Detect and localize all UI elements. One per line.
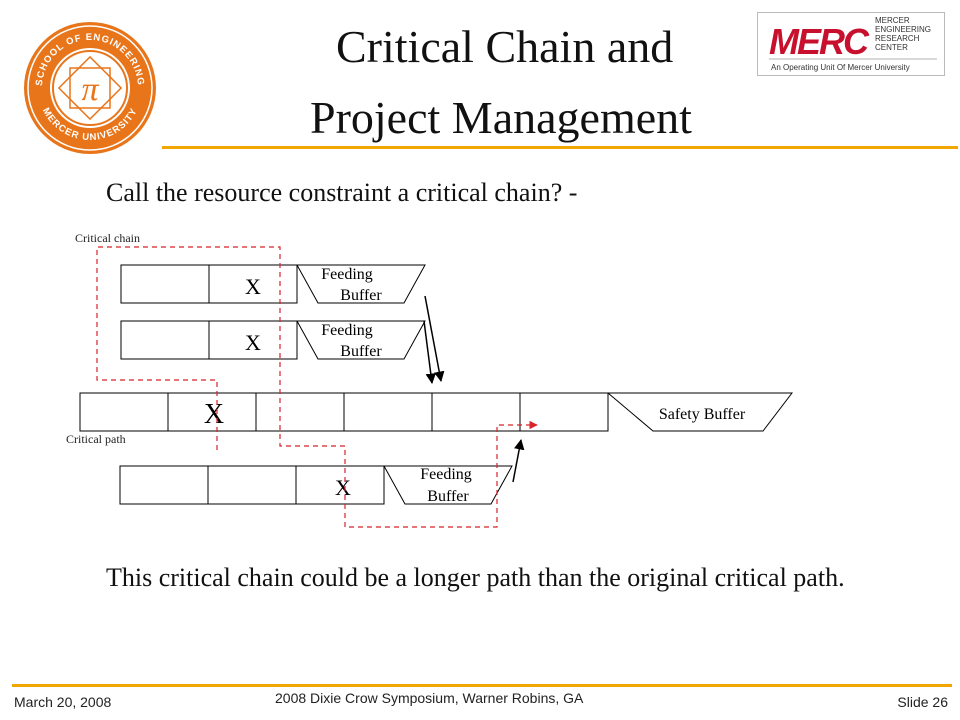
feeding-buffer-2	[296, 320, 426, 360]
task-box	[207, 465, 297, 505]
feeding-chain-1	[120, 264, 426, 304]
merc-logo-line1: MERCER	[875, 16, 910, 25]
feeding-buffer-1	[296, 264, 426, 304]
task-box	[120, 320, 210, 360]
feeding-buffer-3-line1: Feeding	[420, 466, 472, 483]
critical-path-label: Critical path	[66, 432, 126, 446]
critical-chain-dashed-path	[96, 246, 538, 528]
footer-divider	[12, 684, 952, 687]
feeding-chain-2	[120, 320, 426, 360]
feeding-buffer-1-line1: Feeding	[321, 266, 373, 283]
slide-title-line2: Project Management	[310, 92, 692, 143]
feeding-buffer-2-line1: Feeding	[321, 322, 373, 339]
merc-logo-tagline: An Operating Unit Of Mercer University	[771, 63, 910, 72]
footer-date: March 20, 2008	[14, 694, 112, 710]
merc-logo-word: MERC	[769, 21, 870, 62]
feeding-buffer-3	[383, 465, 513, 505]
feeding-buffer-3-line2: Buffer	[427, 488, 469, 505]
task-box	[343, 392, 433, 432]
conclusion-text: This critical chain could be a longer pa…	[106, 563, 845, 592]
task-box-constrained	[167, 392, 257, 432]
merc-logo-line3: RESEARCH	[875, 34, 920, 43]
task-box-constrained	[208, 320, 298, 360]
task-box-constrained	[295, 465, 385, 505]
feeding-buffer-2-line2: Buffer	[340, 343, 382, 360]
critical-path-chain	[79, 392, 794, 432]
task-box	[431, 392, 521, 432]
task-box	[79, 392, 169, 432]
feeding-buffer-1-line2: Buffer	[340, 287, 382, 304]
feed-arrow-2	[423, 320, 436, 385]
resource-mark-2: X	[245, 330, 261, 355]
resource-mark-3: X	[335, 475, 351, 500]
title-divider	[162, 146, 958, 149]
task-box-constrained	[208, 264, 298, 304]
safety-buffer-label: Safety Buffer	[659, 406, 746, 423]
resource-mark-1: X	[245, 274, 261, 299]
merc-logo: MERC MERCER ENGINEERING RESEARCH CENTER …	[757, 12, 945, 76]
merc-logo-line4: CENTER	[875, 43, 908, 52]
feed-arrow-1	[424, 295, 445, 383]
merc-logo-line2: ENGINEERING	[875, 25, 931, 34]
school-of-engineering-seal: π SCHOOL OF ENGINEERING MERCER UNIVERSIT…	[24, 22, 156, 154]
seal-pi-symbol: π	[81, 71, 99, 108]
feed-arrow-3	[512, 438, 525, 483]
task-box	[255, 392, 345, 432]
task-box	[119, 465, 209, 505]
resource-mark-main: X	[204, 399, 224, 430]
intro-text: Call the resource constraint a critical …	[106, 178, 578, 207]
slide-title-line1: Critical Chain and	[336, 21, 674, 72]
critical-chain-label: Critical chain	[75, 231, 140, 245]
footer-event: 2008 Dixie Crow Symposium, Warner Robins…	[275, 690, 584, 706]
footer-slide-number: Slide 26	[897, 694, 948, 710]
feeding-chain-3	[119, 465, 513, 505]
task-box	[120, 264, 210, 304]
safety-buffer	[606, 392, 794, 432]
task-box	[519, 392, 609, 432]
